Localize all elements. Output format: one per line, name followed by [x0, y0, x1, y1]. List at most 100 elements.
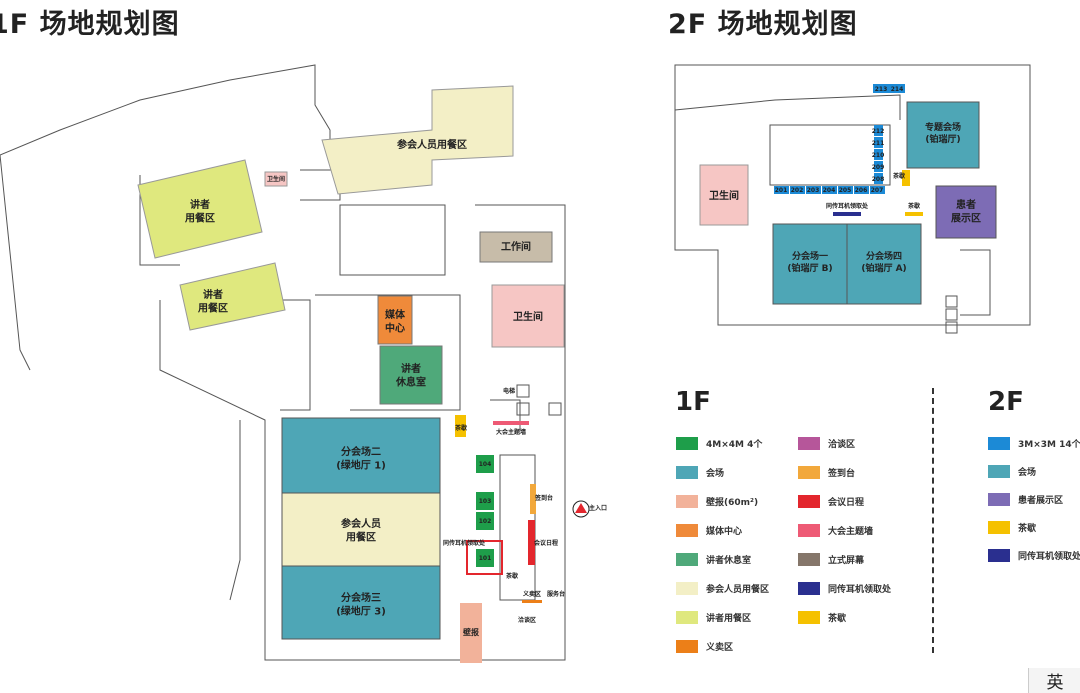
label-speaker-dining-bottom: 讲者用餐区	[197, 288, 228, 315]
label-negotiation: 洽谈区	[518, 616, 536, 624]
legend-label: 壁报(60m²)	[706, 498, 759, 508]
legend-item: 义卖区	[676, 640, 733, 653]
legend-item: 讲者用餐区	[676, 611, 751, 624]
legend-label: 会场	[706, 469, 725, 479]
label-checkin: 签到台	[534, 494, 553, 502]
legend-swatch	[988, 549, 1010, 562]
label-tea-2f: 茶歇	[892, 172, 905, 180]
label-hall3: 分会场三(绿地厅 3)	[336, 591, 386, 618]
legend-label: 患者展示区	[1018, 496, 1064, 506]
label-attendee-dining-top: 参会人员用餐区	[397, 138, 467, 151]
legend-title-1f: 1F	[675, 387, 711, 417]
legend-swatch	[676, 553, 698, 566]
legend-item: 会议日程	[798, 495, 864, 508]
label-booth-207: 207	[871, 187, 884, 194]
legend-swatch	[676, 466, 698, 479]
label-workroom: 工作间	[501, 240, 531, 253]
legend-item: 同传耳机领取处	[798, 582, 891, 595]
corner-language-indicator[interactable]: 英	[1028, 668, 1080, 693]
legend-item: 立式屏幕	[798, 553, 864, 566]
legend-item: 讲者休息室	[676, 553, 751, 566]
label-booth-205: 205	[839, 187, 852, 194]
label-attendee-dining-mid: 参会人员用餐区	[341, 517, 381, 544]
legend-label: 讲者休息室	[706, 556, 752, 566]
label-main-entrance: 主入口	[589, 504, 607, 512]
legend-swatch	[798, 495, 820, 508]
label-restroom-2f: 卫生间	[709, 189, 739, 202]
legend-label: 茶歇	[1018, 524, 1037, 534]
label-charity: 义卖区	[522, 590, 541, 598]
legend-swatch	[798, 611, 820, 624]
label-restroom-small: 卫生间	[267, 175, 285, 183]
label-media-center: 媒体中心	[384, 308, 406, 335]
legend-swatch	[988, 465, 1010, 478]
label-booth-202: 202	[791, 187, 804, 194]
legend-swatch	[676, 524, 698, 537]
label-booth-204: 204	[823, 187, 836, 194]
legend-swatch	[798, 437, 820, 450]
label-booth-210: 210	[872, 152, 885, 159]
legend-item: 媒体中心	[676, 524, 742, 537]
legend-separator	[932, 388, 934, 653]
label-special-hall: 专题会场(铂瑞厅)	[925, 121, 961, 145]
label-tea2-2f: 茶歇	[907, 202, 920, 210]
floor2-heading: 2F 场地规划图	[668, 9, 858, 40]
label-booth-211: 211	[872, 140, 885, 147]
legend-item: 会场	[676, 466, 724, 479]
legend-label: 4M×4M 4个	[706, 440, 763, 450]
label-service: 服务台	[547, 590, 565, 598]
legend-swatch	[798, 524, 820, 537]
legend-label: 洽谈区	[828, 440, 856, 450]
legend-title-2f: 2F	[988, 387, 1024, 417]
label-elevator: 电梯	[503, 387, 515, 395]
legend-label: 会场	[1018, 468, 1037, 478]
label-tea-top: 茶歇	[454, 424, 467, 432]
legend-label: 参会人员用餐区	[706, 585, 770, 595]
label-hall1: 分会场一(铂瑞厅 B)	[787, 250, 832, 274]
legend-item: 茶歇	[988, 521, 1036, 534]
label-agenda: 会议日程	[534, 539, 558, 547]
label-speaker-lounge: 讲者休息室	[395, 362, 426, 389]
legend-label: 立式屏幕	[828, 556, 865, 566]
label-booth-209: 209	[872, 164, 885, 171]
legend-swatch	[798, 582, 820, 595]
legend-swatch	[988, 437, 1010, 450]
legend-item: 4M×4M 4个	[676, 437, 762, 450]
legend-swatch	[988, 521, 1010, 534]
label-tea-bottom: 茶歇	[505, 572, 518, 580]
legend-label: 媒体中心	[706, 527, 743, 537]
legend-swatch	[676, 437, 698, 450]
legend-label: 义卖区	[706, 643, 734, 653]
label-interp-pickup-1f: 同传耳机领取处	[443, 539, 486, 547]
legend-item: 会场	[988, 465, 1036, 478]
legend-swatch	[676, 640, 698, 653]
label-booth-213: 213	[875, 86, 888, 93]
legend-item: 3M×3M 14个	[988, 437, 1080, 450]
legend-item: 参会人员用餐区	[676, 582, 769, 595]
label-booth-208: 208	[872, 176, 885, 183]
label-hall4: 分会场四(铂瑞厅 A)	[861, 250, 906, 274]
legend-item: 洽谈区	[798, 437, 855, 450]
label-booth-102: 102	[479, 518, 492, 525]
legend-item: 大会主题墙	[798, 524, 873, 537]
legend-label: 大会主题墙	[828, 527, 874, 537]
legend-item: 同传耳机领取处	[988, 549, 1080, 562]
legend-swatch	[676, 582, 698, 595]
label-booth-103: 103	[479, 498, 492, 505]
label-restroom: 卫生间	[513, 310, 543, 323]
label-main-wall: 大会主题墙	[496, 428, 526, 436]
legend-item: 壁报(60m²)	[676, 495, 758, 508]
legend-item: 签到台	[798, 466, 855, 479]
label-booth-212: 212	[872, 128, 885, 135]
legend-label: 讲者用餐区	[706, 614, 752, 624]
legend-swatch	[988, 493, 1010, 506]
label-poster: 壁报	[463, 627, 479, 637]
legend-item: 茶歇	[798, 611, 846, 624]
label-speaker-dining-top: 讲者用餐区	[184, 198, 215, 225]
label-patient-area: 患者展示区	[951, 198, 981, 225]
legend-label: 同传耳机领取处	[1018, 552, 1080, 562]
label-booth-214: 214	[891, 86, 904, 93]
legend-label: 3M×3M 14个	[1018, 440, 1080, 450]
label-booth-201: 201	[775, 187, 788, 194]
